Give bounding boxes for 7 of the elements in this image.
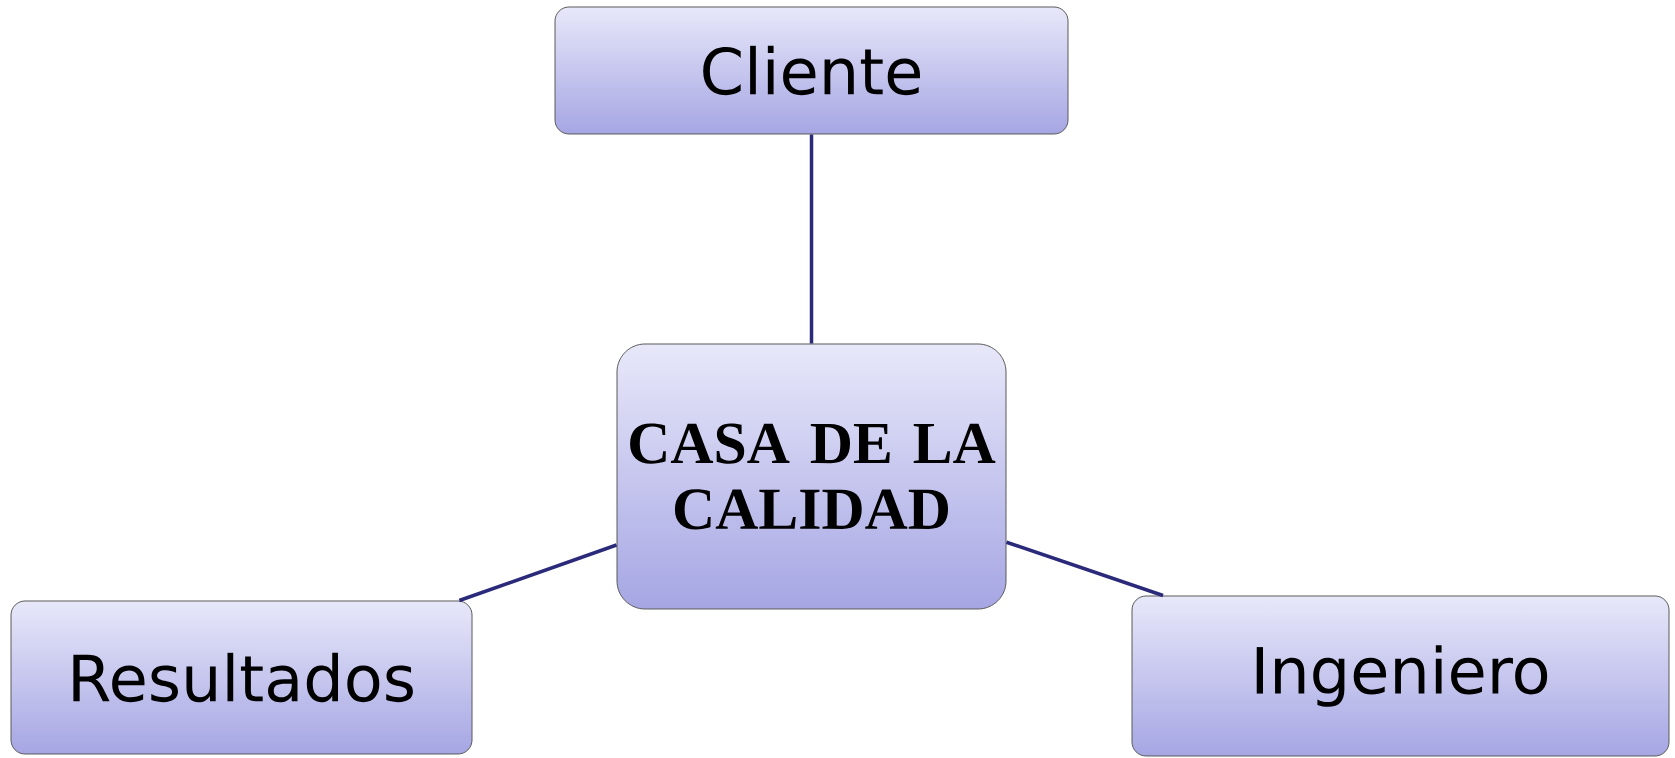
connector-line xyxy=(1005,540,1164,598)
connector-line xyxy=(458,543,618,603)
topic-box: Ingeniero xyxy=(1131,595,1670,757)
topic-box: Resultados xyxy=(10,600,473,755)
center-box: CASA DE LA CALIDAD xyxy=(616,343,1007,610)
connector-line xyxy=(809,134,814,344)
topic-box: Cliente xyxy=(554,6,1069,135)
